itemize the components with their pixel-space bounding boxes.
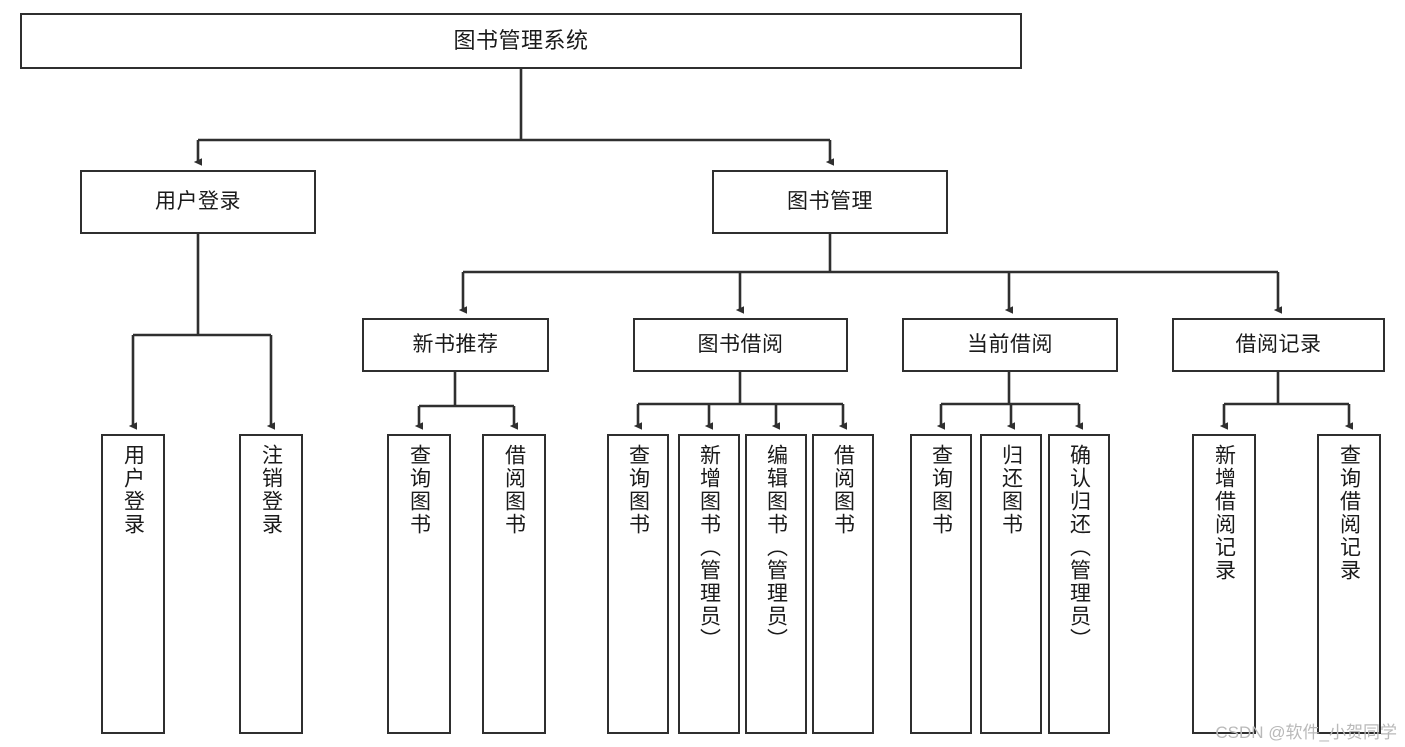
leaf-confirm-return-admin: 确认归还（管理员） [1048,434,1110,734]
leaf-edit-book-admin: 编辑图书（管理员） [745,434,807,734]
node-new-book-recommend-label: 新书推荐 [412,332,499,356]
leaf-return-book: 归还图书 [980,434,1042,734]
leaf-query-book-newbook: 查询图书 [387,434,451,734]
leaf-query-book-current-label: 查询图书 [929,444,953,536]
node-current-borrow-label: 当前借阅 [967,332,1053,356]
leaf-query-book-borrow-label: 查询图书 [626,444,650,536]
leaf-query-book-newbook-label: 查询图书 [407,444,431,536]
csdn-watermark: CSDN @软件_小贺同学 [1215,723,1397,742]
node-book-management-label: 图书管理 [787,189,873,213]
leaf-user-login: 用户登录 [101,434,165,734]
leaf-query-borrow-record-label: 查询借阅记录 [1337,444,1361,582]
node-borrow-record-label: 借阅记录 [1235,332,1322,356]
leaf-edit-book-admin-label: 编辑图书（管理员） [764,444,788,651]
node-root-system: 图书管理系统 [20,13,1022,69]
node-book-borrow-label: 图书借阅 [697,332,784,356]
leaf-add-borrow-record: 新增借阅记录 [1192,434,1256,734]
leaf-confirm-return-admin-label: 确认归还（管理员） [1067,444,1091,651]
leaf-query-borrow-record: 查询借阅记录 [1317,434,1381,734]
leaf-add-borrow-record-label: 新增借阅记录 [1212,444,1236,582]
leaf-borrow-book-newbook: 借阅图书 [482,434,546,734]
leaf-return-book-label: 归还图书 [999,444,1023,536]
leaf-logout-label: 注销登录 [259,444,283,536]
leaf-query-book-borrow: 查询图书 [607,434,669,734]
leaf-borrow-book-newbook-label: 借阅图书 [502,444,526,536]
leaf-add-book-admin: 新增图书（管理员） [678,434,740,734]
node-book-management: 图书管理 [712,170,948,234]
leaf-add-book-admin-label: 新增图书（管理员） [697,444,721,651]
node-user-login-label: 用户登录 [155,189,241,213]
leaf-user-login-label: 用户登录 [121,444,145,536]
node-book-borrow: 图书借阅 [633,318,848,372]
leaf-lend-book: 借阅图书 [812,434,874,734]
node-borrow-record: 借阅记录 [1172,318,1385,372]
leaf-query-book-current: 查询图书 [910,434,972,734]
node-root-label: 图书管理系统 [453,28,589,54]
node-current-borrow: 当前借阅 [902,318,1118,372]
leaf-lend-book-label: 借阅图书 [831,444,855,536]
node-user-login: 用户登录 [80,170,316,234]
node-new-book-recommend: 新书推荐 [362,318,549,372]
leaf-logout: 注销登录 [239,434,303,734]
